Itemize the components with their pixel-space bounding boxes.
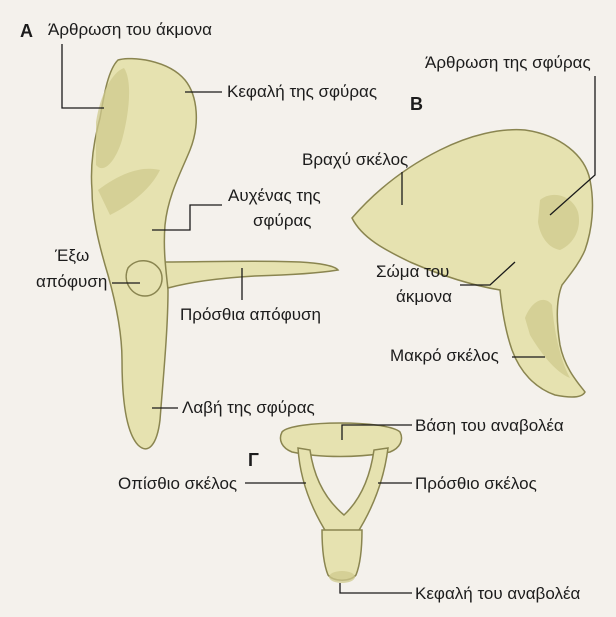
- label-handle-of-malleus: Λαβή της σφύρας: [182, 398, 315, 418]
- panel-b-letter: B: [410, 94, 423, 114]
- label-short-limb: Βραχύ σκέλος: [302, 150, 408, 170]
- label-stapes-base: Βάση του αναβολέα: [415, 416, 564, 436]
- label-long-limb: Μακρό σκέλος: [390, 346, 499, 366]
- leader-incus-articulation: [62, 44, 104, 108]
- label-anterior-limb: Πρόσθιο σκέλος: [415, 474, 537, 494]
- label-lateral-process-line1: Έξω: [55, 246, 89, 266]
- stapes-bone: [280, 423, 401, 583]
- label-head-of-malleus: Κεφαλή της σφύρας: [227, 82, 377, 102]
- label-body-of-incus-line2: άκμονα: [396, 287, 452, 307]
- label-incus-articulation: Άρθρωση του άκμονα: [48, 20, 212, 40]
- panel-c-letter: Γ: [248, 450, 259, 470]
- panel-a-letter: A: [20, 21, 33, 41]
- label-malleus-articulation: Άρθρωση της σφύρας: [425, 53, 591, 73]
- label-lateral-process-line2: απόφυση: [36, 272, 107, 292]
- label-stapes-head: Κεφαλή του αναβολέα: [415, 584, 580, 604]
- leader-stapes-head: [340, 583, 412, 593]
- label-anterior-process: Πρόσθια απόφυση: [180, 305, 321, 325]
- malleus-bone: [91, 59, 338, 449]
- label-posterior-limb: Οπίσθιο σκέλος: [118, 474, 237, 494]
- label-neck-of-malleus-line1: Αυχένας της: [228, 186, 321, 206]
- label-neck-of-malleus-line2: σφύρας: [253, 211, 312, 231]
- label-body-of-incus-line1: Σώμα του: [376, 262, 449, 282]
